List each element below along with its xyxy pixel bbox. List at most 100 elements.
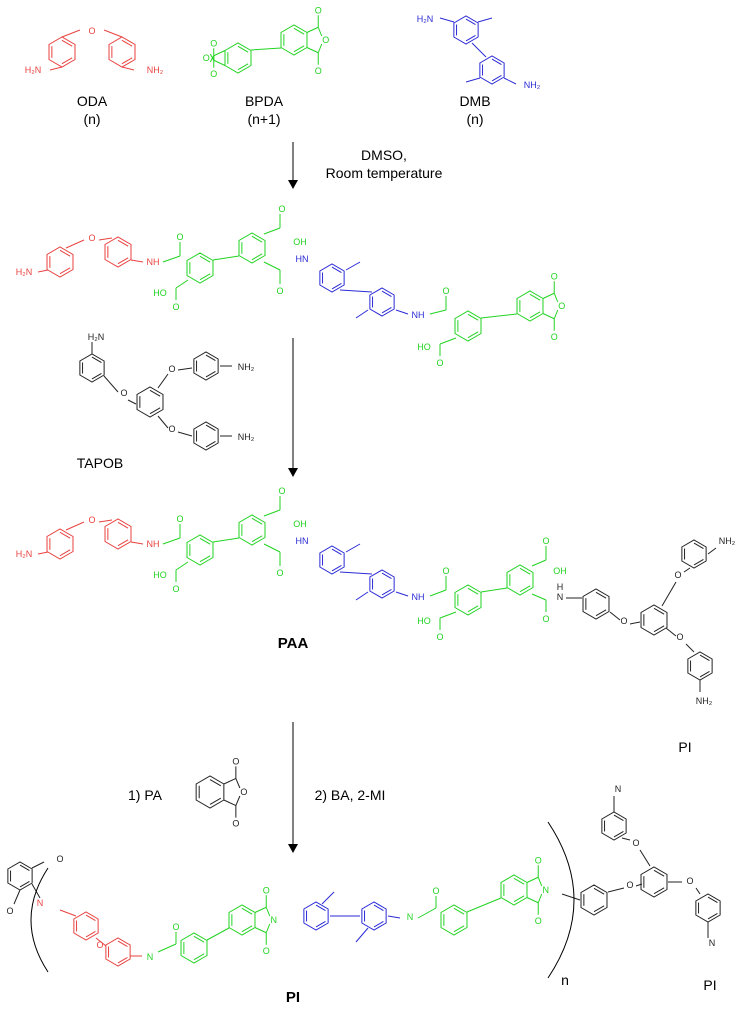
bond [561,893,581,901]
bond [98,237,113,241]
atom-label: HN [296,536,309,546]
double-bond [205,354,216,361]
bond [317,43,323,53]
bond [206,927,230,941]
atom-label: NH [147,257,160,267]
double-bond [149,407,161,415]
atom-label: O [278,204,285,214]
atom-label: O [322,35,329,45]
double-bond [205,371,216,378]
benzene-ring [580,884,608,916]
bond [95,937,107,947]
double-bond [293,27,305,35]
double-bond [117,957,128,964]
double-bond [193,953,205,961]
double-bond [315,904,326,911]
bond [65,521,85,531]
atom-label: O [676,632,683,642]
atom-label: O [88,233,95,243]
benzene-ring [601,811,627,841]
benzene-ring [369,287,395,317]
atom-label: O [96,940,103,950]
atom-label: O [172,302,179,312]
bpda-label: BPDA [245,93,284,109]
bond [665,627,677,637]
bond [531,593,547,601]
double-bond [653,869,665,877]
benzene-ring [186,534,214,566]
bond [177,431,193,437]
bond [61,29,81,38]
bond [465,77,481,83]
double-bond [91,356,102,363]
atom-label: O [551,271,558,281]
double-bond [251,517,263,525]
atom-label: O [210,38,217,48]
atom-label: H₂N [16,549,33,559]
bond [439,17,455,23]
paa-label: PAA [278,635,309,652]
atom-label: O [276,286,283,296]
benzene-ring [105,937,131,967]
bond [339,289,373,293]
atom-label: OH [553,566,567,576]
atom-label: NH₂ [147,65,164,75]
double-bond [613,814,624,821]
double-bond [85,914,96,921]
bond [629,621,641,625]
benzene-ring [180,932,208,964]
double-bond [491,75,502,82]
double-bond [59,549,71,557]
bond [162,537,181,545]
benzene-ring [440,904,468,936]
benzene-ring [681,539,707,569]
bond [209,55,215,63]
bond [306,47,319,54]
pi-label: PI [286,989,300,1006]
benzene-ring [319,545,345,575]
atom-label: N [37,898,44,908]
benzene-ring [7,861,33,891]
atom-label: NH₂ [719,536,736,546]
atom-label: NH [412,310,425,320]
bond [157,373,169,389]
bond [439,337,457,345]
bond [103,375,119,393]
double-bond [693,559,704,566]
reagent-phthalic-anhydride: 1) PA [128,787,163,803]
double-bond [513,877,525,885]
bond [503,77,517,85]
double-bond [373,904,384,911]
bond [127,399,137,405]
atom-label: NH₂ [238,362,255,372]
atom-label: O [88,515,95,525]
bond [429,589,447,597]
atom-label: O [551,332,558,342]
bond [355,591,369,601]
atom-label: O [535,855,542,865]
condition-solvent: DMSO, [361,147,407,163]
atom-label: O [686,876,693,886]
bond [480,313,518,319]
atom-label: O [176,232,183,242]
double-bond [699,671,710,678]
bond [212,255,240,261]
benzene-ring [73,911,99,941]
double-bond [209,797,222,805]
bond [537,893,543,903]
bond [37,551,49,555]
atom-label: O [120,388,127,398]
atom-label: H₂N [25,65,42,75]
atom-label: O [276,568,283,578]
atom-label: O [542,536,549,546]
atom-label: N [709,938,716,948]
bond [526,876,539,883]
bond [526,897,539,904]
double-bond [381,290,392,297]
double-bond [467,313,479,321]
atom-label: O [436,632,443,642]
benzene-ring [303,901,329,931]
